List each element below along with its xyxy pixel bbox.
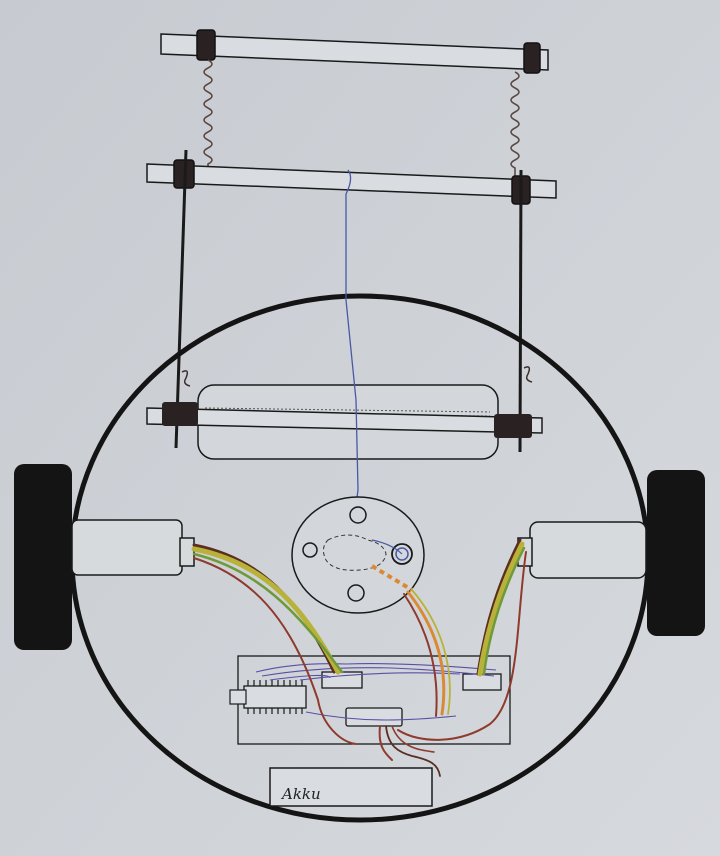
sensor-disc <box>291 496 425 614</box>
hook-left <box>181 370 191 387</box>
motor-left <box>71 519 195 576</box>
wire-bundle-battery <box>378 725 441 777</box>
motor-right <box>517 521 647 579</box>
spring-right <box>510 71 520 178</box>
sensor-led <box>391 543 413 565</box>
hook-right <box>523 366 533 383</box>
spring-left <box>203 59 213 172</box>
front-axle-clamp-right <box>494 414 532 438</box>
board-header-right <box>462 673 502 691</box>
wheel-left <box>14 464 72 650</box>
top-bumper-bar <box>160 29 549 74</box>
controller-board <box>229 655 511 745</box>
sensor-hole-bottom <box>347 584 365 602</box>
top-bar-clamp-left <box>196 29 216 61</box>
front-axle <box>146 402 543 438</box>
board-header-sensor <box>345 707 403 727</box>
board-traces <box>255 663 497 721</box>
front-axle-clamp-left <box>162 402 198 426</box>
top-bar-clamp-right <box>523 42 541 74</box>
sensor-dashed-leads <box>370 564 414 592</box>
wheel-right <box>647 470 705 636</box>
rod-left <box>174 149 188 449</box>
wire-bundle-sensor <box>403 589 451 717</box>
wire-bundle-right <box>397 538 527 741</box>
sensor-hole-left <box>302 542 318 558</box>
sensor-wire-blue <box>345 169 359 506</box>
sensor-hole-top <box>349 506 367 524</box>
wire-bundle-left <box>191 543 357 745</box>
battery-pack: Akku <box>269 767 433 807</box>
battery-label: Akku <box>280 785 321 803</box>
rod-right <box>518 169 523 453</box>
sensor-dashed-cluster <box>322 534 387 571</box>
usb-connector <box>229 689 247 705</box>
ic-chip <box>243 685 307 709</box>
